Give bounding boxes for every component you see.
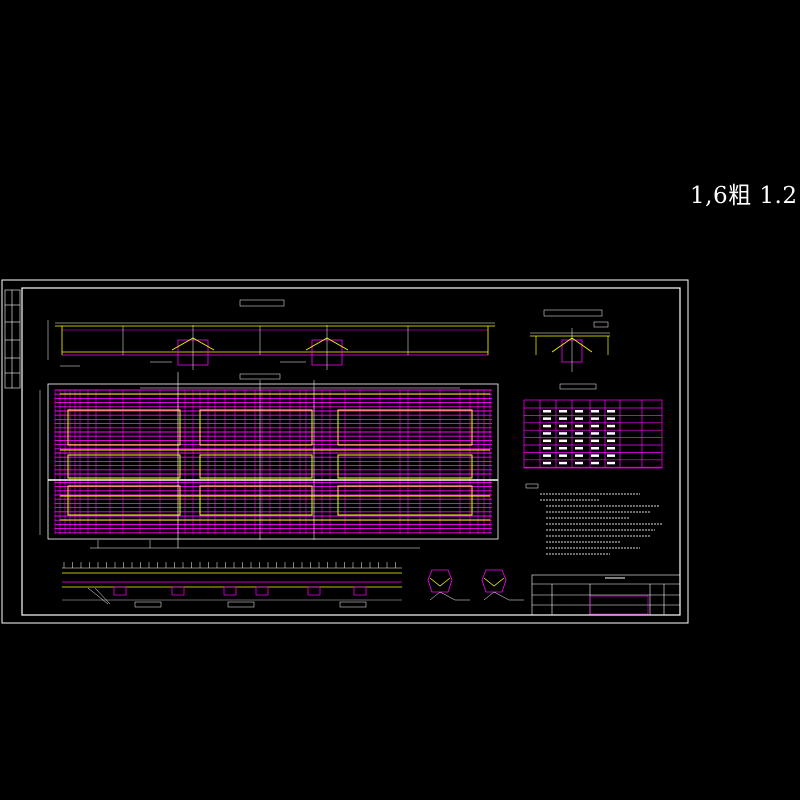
table-cell-text (543, 410, 551, 413)
rebar-cage (337, 485, 473, 516)
table-cell-text (543, 461, 551, 465)
table-cell-text (559, 410, 567, 413)
rebar-cage (67, 409, 181, 446)
table-cell-text (575, 454, 583, 457)
left-margin-strip (4, 289, 21, 389)
pier-section (353, 586, 367, 596)
rebar-cage (337, 409, 473, 446)
table-cell-text (559, 454, 567, 457)
rebar-cage (199, 409, 313, 446)
top-elevation (47, 299, 495, 370)
inner-frame (21, 287, 681, 616)
rebar-cage (337, 454, 473, 479)
table-cell-text (591, 432, 599, 435)
table-cell-text (607, 410, 615, 413)
table-cell-text (559, 461, 567, 465)
table-cell-text (575, 424, 583, 428)
rebar-plan-view (39, 372, 499, 549)
notes-block (525, 483, 662, 555)
rebar-cage (67, 454, 181, 479)
bottom-section (62, 562, 402, 608)
table-cell-text (575, 447, 583, 450)
table-cell-text (575, 410, 583, 413)
scale-note: 1,6粗 1.2 (690, 183, 798, 209)
material-table (523, 383, 663, 469)
table-cell-text (591, 454, 599, 457)
rebar-cage (199, 485, 313, 516)
pier-section (255, 586, 269, 596)
table-cell-text (543, 432, 551, 435)
table-cell-text (591, 424, 599, 428)
table-cell-text (607, 439, 615, 443)
table-cell-text (543, 424, 551, 428)
outer-frame (1, 279, 689, 624)
table-cell-text (543, 439, 551, 443)
table-cell-text (591, 461, 599, 465)
table-cell-text (607, 461, 615, 465)
table-cell-text (543, 447, 551, 450)
pile-section-details (427, 569, 524, 601)
table-cell-text (607, 447, 615, 450)
table-cell-text (607, 432, 615, 435)
pier-section (307, 586, 321, 596)
rebar-cage (199, 454, 313, 479)
table-cell-text (559, 447, 567, 450)
rebar-cage (67, 485, 181, 516)
pier-section (171, 586, 185, 596)
pier-section (113, 586, 127, 596)
detail-section-right (530, 309, 610, 372)
table-cell-text (591, 417, 599, 420)
table-cell-text (559, 439, 567, 443)
table-cell-text (591, 447, 599, 450)
table-cell-text (575, 432, 583, 435)
table-cell-text (591, 410, 599, 413)
table-cell-text (559, 424, 567, 428)
table-cell-text (607, 454, 615, 457)
table-cell-text (591, 439, 599, 443)
table-cell-text (543, 454, 551, 457)
table-cell-text (575, 439, 583, 443)
pier-section (223, 586, 237, 596)
table-cell-text (559, 432, 567, 435)
table-cell-text (543, 417, 551, 420)
table-cell-text (607, 417, 615, 420)
table-cell-text (559, 417, 567, 420)
title-block (531, 574, 681, 616)
table-cell-text (575, 461, 583, 465)
table-cell-text (575, 417, 583, 420)
table-cell-text (607, 424, 615, 428)
